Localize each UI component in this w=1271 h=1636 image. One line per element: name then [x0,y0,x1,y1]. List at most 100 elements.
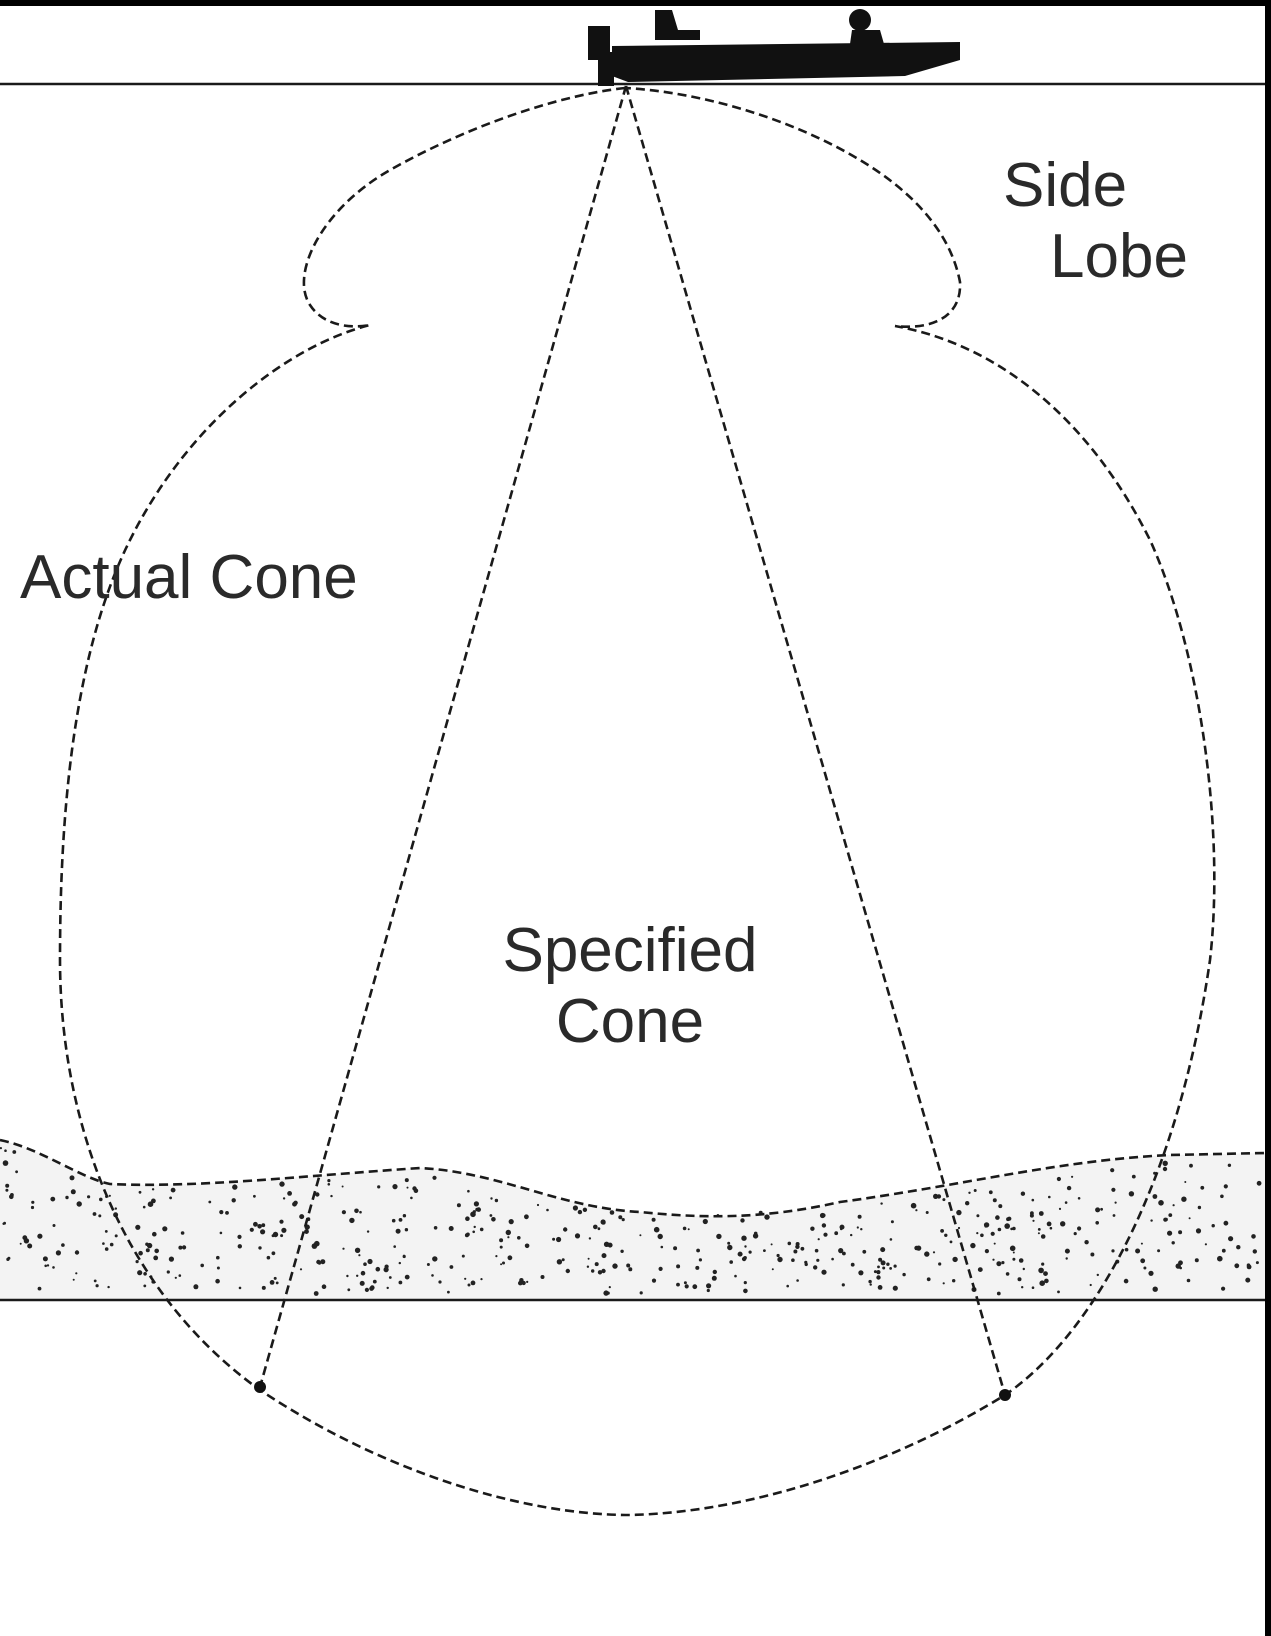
sediment-grain [676,1264,681,1269]
sediment-grain [46,1264,50,1267]
sediment-grain [1007,1216,1012,1221]
sediment-grain [494,1198,499,1203]
sediment-grain [1038,1267,1044,1274]
sediment-grain [1236,1245,1241,1250]
sediment-grain [215,1278,220,1284]
sediment-grain [976,1232,979,1235]
sediment-grain [273,1276,277,1280]
sediment-grain [1084,1240,1089,1245]
sediment-grain [683,1281,687,1285]
sediment-grain [104,1247,109,1251]
sediment-grain [174,1276,177,1279]
sediment-grain [253,1221,258,1227]
sediment-grain [1217,1255,1223,1262]
sediment-grain [968,1191,971,1195]
bottom-sediment-layer [0,1140,1265,1300]
sediment-grain [320,1259,326,1265]
sediment-grain [363,1262,367,1266]
sediment-grain [1031,1286,1035,1289]
left-intersection-point [254,1381,266,1393]
sediment-grain [370,1285,375,1290]
sediment-grain [609,1210,615,1215]
sediment-grain [1009,1245,1016,1252]
sediment-grain [1032,1219,1035,1222]
sediment-grain [104,1230,108,1233]
bottom-surface-line [0,1138,1266,1218]
sediment-grain [743,1281,747,1285]
sediment-grain [606,1291,610,1295]
sediment-grain [658,1266,663,1271]
sediment-grain [145,1242,149,1246]
sediment-grain [219,1210,224,1215]
sediment-grain [1255,1261,1259,1265]
sediment-grain [838,1248,844,1254]
sediment-grain [154,1248,159,1254]
sediment-grain [238,1286,242,1290]
sediment-grain [639,1291,643,1295]
sediment-grain [341,1210,346,1215]
sediment-grain [327,1183,331,1186]
specified-cone-label: Specified Cone [470,915,790,1058]
specified-cone-right-edge [624,85,1007,1396]
sediment-grain [821,1213,826,1218]
sediment-grain [1012,1226,1016,1231]
sediment-grain [996,1261,1002,1267]
sediment-grain [1037,1232,1040,1235]
sediment-grain [684,1284,689,1289]
sediment-grain [612,1263,618,1269]
sediment-grain [44,1264,47,1268]
sediment-grain [743,1256,747,1260]
sediment-grain [1001,1261,1005,1265]
sediment-grain [406,1186,409,1189]
sediment-grain [770,1243,773,1246]
sediment-grain [1228,1236,1234,1242]
sediment-grain [536,1203,540,1207]
sediment-grain [764,1214,770,1220]
sediment-grain [1064,1248,1070,1254]
sediment-grain [1175,1263,1181,1269]
sediment-grain [495,1255,498,1258]
sediment-grain [949,1240,953,1244]
sediment-grain [880,1247,886,1253]
sediment-grain [546,1208,549,1212]
sediment-grain [857,1214,862,1219]
sediment-grain [151,1188,155,1191]
sediment-grain [526,1280,529,1283]
sediment-grain [657,1233,663,1240]
sediment-grain [998,1204,1003,1209]
side-lobe-label-line2: Lobe [1050,222,1188,292]
sediment-grain [1049,1226,1053,1230]
sediment-grain [1227,1163,1232,1168]
sediment-grain [682,1226,687,1231]
sediment-grain [743,1288,748,1294]
sediment-grain [1221,1248,1226,1253]
sediment-grain [219,1231,223,1235]
sediment-grain [1058,1207,1062,1210]
sediment-grain [147,1201,154,1207]
sediment-grain [1157,1249,1161,1253]
sediment-grain [280,1234,284,1238]
sediment-grain [556,1236,562,1243]
sediment-grain [518,1280,523,1286]
sediment-grain [356,1274,359,1278]
sediment-grain [30,1205,35,1210]
sediment-grain [706,1283,712,1289]
sediment-grain [402,1214,407,1218]
sediment-grain [354,1247,361,1254]
sediment-grain [591,1269,595,1273]
sediment-grain [787,1241,792,1246]
sediment-grain [448,1226,454,1231]
sediment-grain [282,1197,286,1200]
sediment-grain [563,1227,568,1232]
sediment-grain [603,1241,610,1248]
sediment-grain [734,1274,737,1278]
sediment-grain [1065,1257,1068,1260]
sediment-grain [315,1192,320,1197]
sediment-grain [23,1238,30,1244]
sediment-grain [1071,1175,1074,1178]
sediment-grain [1128,1191,1135,1197]
sediment-grain [1184,1181,1187,1183]
sediment-grain [372,1279,377,1284]
sediment-grain [1189,1163,1193,1168]
sediment-grain [628,1267,633,1272]
